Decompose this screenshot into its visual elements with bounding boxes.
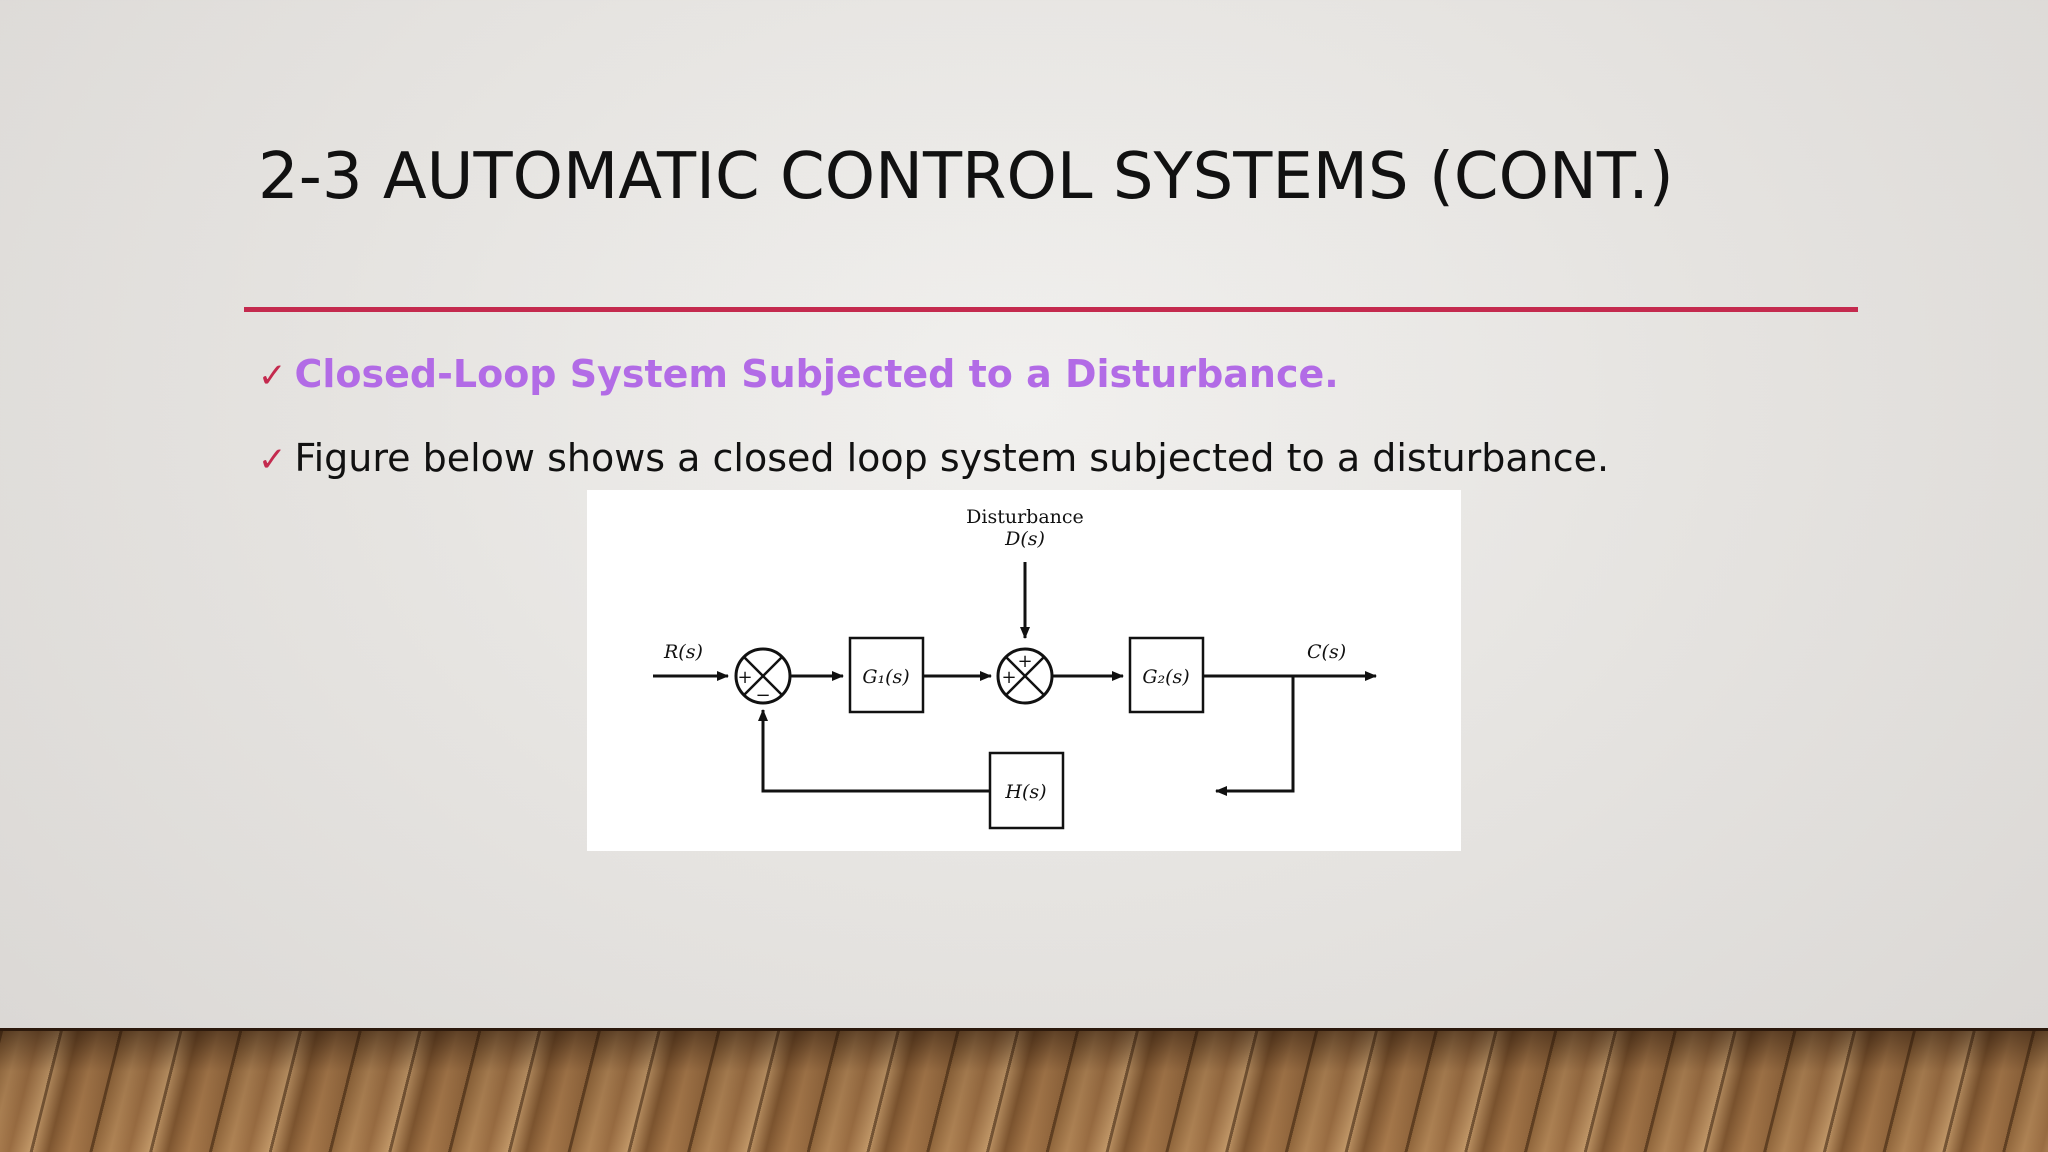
feedback-return-path <box>758 709 990 793</box>
junction1-minus-sign: − <box>755 685 770 706</box>
bullet-heading: Closed-Loop System Subjected to a Distur… <box>294 352 1339 396</box>
feedback-path-to-h <box>1215 676 1295 796</box>
bullet-item-2: ✓ Figure below shows a closed loop syste… <box>258 436 1609 480</box>
title-divider <box>244 307 1858 312</box>
g2-label: G₂(s) <box>1142 666 1189 688</box>
junction2-top-plus-sign: + <box>1017 651 1032 672</box>
h-block: H(s) <box>988 751 1065 830</box>
g2-block: G₂(s) <box>1128 636 1205 714</box>
checkmark-icon: ✓ <box>258 440 287 480</box>
floor-shadow <box>0 1028 2048 1152</box>
disturbance-signal-label: D(s) <box>1004 528 1045 550</box>
summing-junction-2: + + <box>996 647 1054 705</box>
output-signal-label: C(s) <box>1307 641 1346 663</box>
checkmark-icon: ✓ <box>258 356 287 396</box>
h-label: H(s) <box>1004 781 1046 803</box>
summing-junction-1: + − <box>734 647 792 706</box>
g1-block: G₁(s) <box>848 636 925 714</box>
junction1-plus-sign: + <box>737 667 752 688</box>
bullet-item-1: ✓ Closed-Loop System Subjected to a Dist… <box>258 352 1339 396</box>
bullet-text: Figure below shows a closed loop system … <box>294 436 1610 480</box>
input-signal-label: R(s) <box>663 641 703 663</box>
slide-title: 2-3 AUTOMATIC CONTROL SYSTEMS (CONT.) <box>258 140 1674 214</box>
disturbance-label: Disturbance <box>966 506 1084 528</box>
block-diagram-figure: Disturbance D(s) R(s) + − G₁(s) <box>587 490 1461 851</box>
block-diagram: Disturbance D(s) R(s) + − G₁(s) <box>653 506 1377 830</box>
g1-label: G₁(s) <box>862 666 909 688</box>
junction2-left-plus-sign: + <box>1001 667 1016 688</box>
